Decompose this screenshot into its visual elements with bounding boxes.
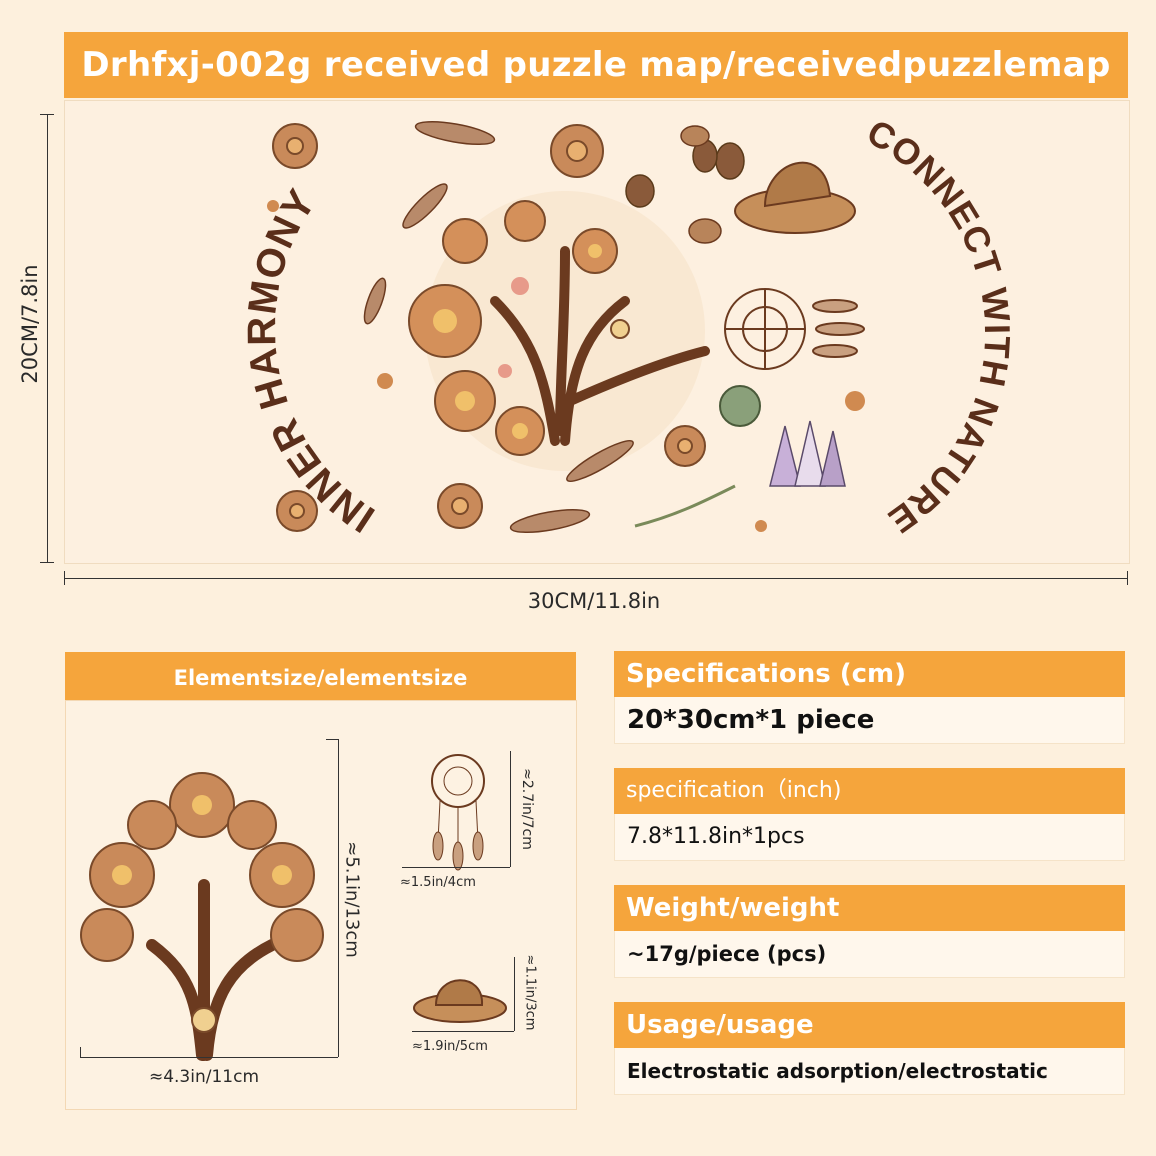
hat-icon <box>734 161 856 234</box>
spec-label-cm: Specifications (cm) <box>614 651 1125 697</box>
dreamcatcher-preview-icon <box>431 754 485 871</box>
width-dimension-line <box>64 578 1128 579</box>
hat-width-label: ≈1.9in/5cm <box>412 1039 488 1054</box>
hat-height-line <box>514 957 515 1031</box>
width-dimension-tick-left <box>64 571 65 585</box>
element-size-header: Elementsize/elementsize <box>65 652 576 700</box>
spec-block-inch: specification（inch) 7.8*11.8in*1pcs <box>614 768 1125 861</box>
oak-leaf-icon <box>680 125 722 244</box>
spec-value-usage: Electrostatic adsorption/electrostatic <box>614 1048 1125 1095</box>
spec-value-inch: 7.8*11.8in*1pcs <box>614 814 1125 861</box>
pinecone-icon <box>625 139 745 208</box>
spec-label-weight: Weight/weight <box>614 885 1125 931</box>
spec-value-weight: ~17g/piece (pcs) <box>614 931 1125 978</box>
height-dimension-label: 20CM/7.8in <box>18 264 42 384</box>
height-dimension-line <box>47 114 48 562</box>
tree-preview-icon <box>80 772 324 1061</box>
page-title: Drhfxj-002g received puzzle map/received… <box>64 32 1128 98</box>
specs-column: Specifications (cm) 20*30cm*1 piece spec… <box>614 651 1125 1095</box>
tree-height-tick-top <box>326 739 338 740</box>
tree-width-label: ≈4.3in/11cm <box>148 1067 260 1087</box>
width-dimension-tick-right <box>1127 571 1128 585</box>
sticker-artwork: INNER HARMONY CONNECT WITH NATURE <box>240 111 1018 542</box>
tree-width-line <box>80 1057 338 1058</box>
element-size-panel: ≈5.1in/13cm ≈4.3in/11cm ≈2.7in/7cm ≈1.5i… <box>65 700 577 1110</box>
dreamcatcher-width-line <box>402 867 510 868</box>
dreamcatcher-height-label: ≈2.7in/7cm <box>519 768 535 850</box>
succulent-icon <box>719 385 761 427</box>
connect-with-nature-text: CONNECT WITH NATURE <box>860 111 1018 542</box>
tree-of-life-icon <box>408 191 710 471</box>
fern-icon <box>634 484 736 528</box>
spec-block-usage: Usage/usage Electrostatic adsorption/ele… <box>614 1002 1125 1095</box>
mandala-icon <box>272 123 706 532</box>
dreamcatcher-height-line <box>510 751 511 867</box>
dreamcatcher-icon <box>724 288 865 370</box>
tree-height-line <box>338 739 339 1057</box>
tree-width-tick-left <box>80 1047 81 1057</box>
spec-block-cm: Specifications (cm) 20*30cm*1 piece <box>614 651 1125 744</box>
main-sticker-panel: INNER HARMONY CONNECT WITH NATURE <box>64 100 1130 564</box>
spec-label-inch: specification（inch) <box>614 768 1125 814</box>
star-icon <box>267 200 865 532</box>
crystal-icon <box>769 420 846 487</box>
hat-preview-icon <box>413 979 507 1023</box>
feather-icon <box>363 120 634 534</box>
height-dimension-tick-bottom <box>40 562 54 563</box>
hat-height-label: ≈1.1in/3cm <box>522 954 538 1031</box>
spec-label-usage: Usage/usage <box>614 1002 1125 1048</box>
spec-value-cm: 20*30cm*1 piece <box>614 697 1125 744</box>
hat-width-line <box>412 1031 514 1032</box>
height-dimension-tick-top <box>40 114 54 115</box>
dreamcatcher-width-label: ≈1.5in/4cm <box>400 875 476 890</box>
width-dimension-label: 30CM/11.8in <box>527 589 661 613</box>
tree-height-label: ≈5.1in/13cm <box>341 841 363 958</box>
inner-harmony-text: INNER HARMONY <box>240 181 382 540</box>
spec-block-weight: Weight/weight ~17g/piece (pcs) <box>614 885 1125 978</box>
